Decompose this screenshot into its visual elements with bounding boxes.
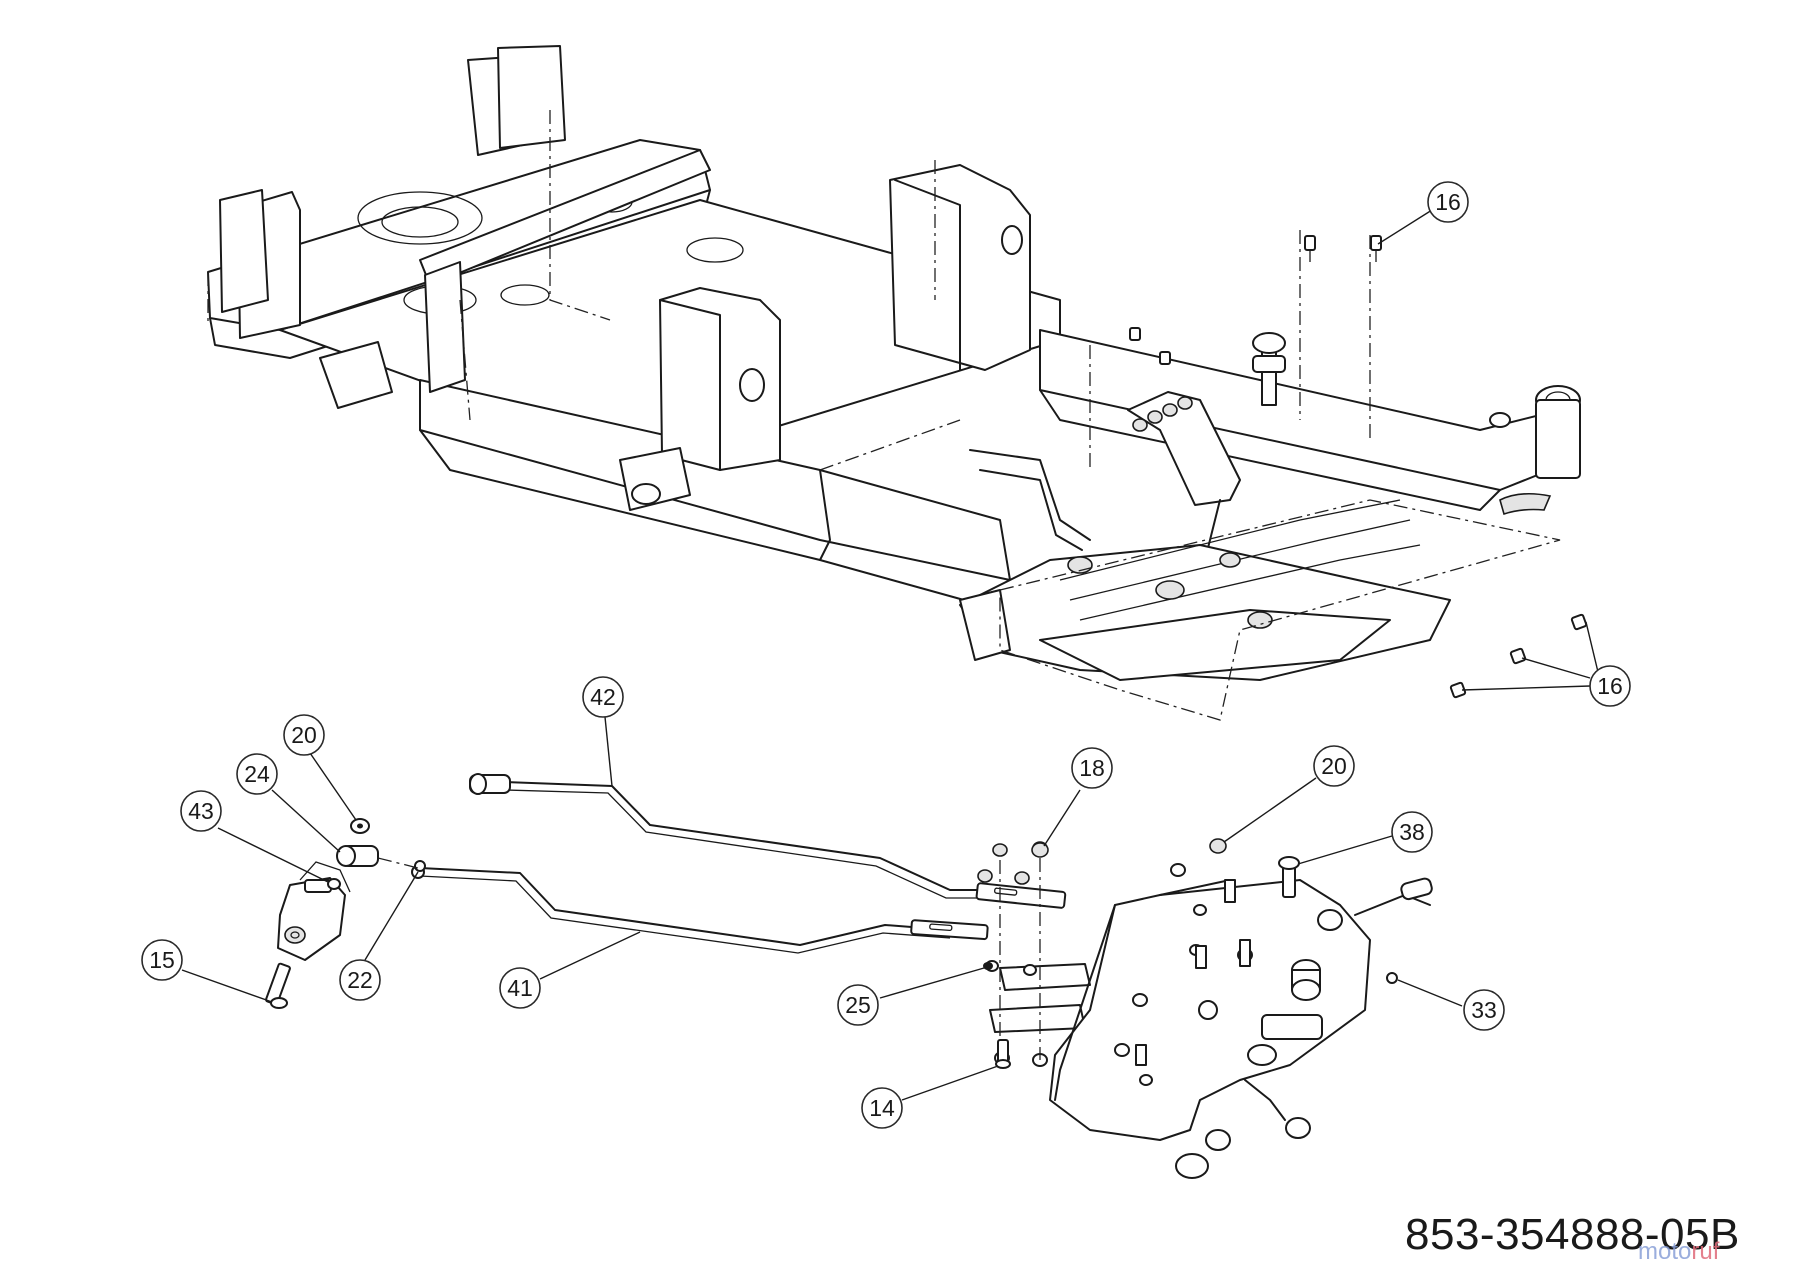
leader-18	[1043, 789, 1081, 847]
bolt-16e	[1449, 681, 1467, 699]
callout-bubble: 20	[1313, 745, 1355, 787]
callout-bubble: 16	[1427, 181, 1469, 223]
leader-41	[539, 931, 641, 980]
leader-25	[879, 967, 985, 999]
callout-bubble: 42	[582, 676, 624, 718]
leader-15	[181, 969, 273, 1003]
callout-number: 15	[149, 947, 175, 973]
callout-number: 16	[1597, 673, 1623, 699]
pedal-linkage-assembly	[959, 332, 1561, 721]
callout-number: 24	[244, 761, 270, 787]
callout-bubble: 20	[283, 714, 325, 756]
bolt-15	[265, 962, 291, 1009]
nut-20-right	[1209, 838, 1227, 854]
watermark-text-b: ruf	[1691, 1238, 1720, 1265]
watermark-logo: motoruf	[1638, 1238, 1719, 1266]
callout-bubble: 16	[1589, 665, 1631, 707]
pivot-plates	[977, 841, 1091, 1067]
main-frame-assembly	[207, 45, 1581, 611]
hardware-20-left	[350, 818, 370, 834]
leader-16-b	[1521, 657, 1591, 679]
leader-16-a	[1585, 621, 1599, 673]
callout-bubble: 41	[499, 967, 541, 1009]
leader-22	[364, 871, 419, 961]
washer-25	[983, 962, 993, 970]
leader-42	[604, 716, 613, 787]
lever-bracket-43	[277, 861, 351, 961]
callout-number: 20	[1321, 753, 1347, 779]
callout-number: 41	[507, 975, 533, 1001]
screw-33	[1386, 972, 1398, 984]
ball-joint-24	[336, 845, 379, 867]
washer-43	[327, 878, 341, 890]
nut-18	[1031, 842, 1049, 858]
control-plate	[1049, 863, 1433, 1179]
leader-33	[1397, 979, 1463, 1007]
leader-20-right	[1223, 777, 1317, 843]
leader-16-top	[1377, 209, 1433, 245]
control-rod-41	[411, 865, 989, 954]
callout-bubble: 43	[180, 790, 222, 832]
callout-bubble: 15	[141, 939, 183, 981]
leader-38	[1297, 835, 1393, 865]
bolt-16a	[1304, 235, 1316, 262]
callout-bubble: 14	[861, 1087, 903, 1129]
callout-bubbles: 16 16 42 20 24 43	[141, 181, 1631, 1129]
upper-hardware	[1129, 235, 1588, 699]
leader-20-left	[309, 752, 357, 821]
callout-number: 14	[869, 1095, 895, 1121]
callout-number: 25	[845, 992, 871, 1018]
bolt-16b	[1370, 235, 1382, 262]
callout-bubble: 24	[236, 753, 278, 795]
callout-number: 22	[347, 967, 373, 993]
callout-bubble: 38	[1391, 811, 1433, 853]
leader-24	[271, 789, 341, 853]
control-rod-42	[469, 773, 1067, 909]
callout-number: 16	[1435, 189, 1461, 215]
callout-number: 18	[1079, 755, 1105, 781]
leader-16-c	[1461, 685, 1591, 691]
callout-number: 43	[188, 798, 214, 824]
callout-bubble: 22	[339, 959, 381, 1001]
leader-14	[901, 1065, 999, 1101]
leader-43	[217, 827, 329, 883]
pin-22	[414, 860, 426, 872]
callout-number: 38	[1399, 819, 1425, 845]
callout-number: 20	[291, 722, 317, 748]
callout-number: 33	[1471, 997, 1497, 1023]
bolt-38	[1278, 856, 1300, 898]
callout-bubble: 33	[1463, 989, 1505, 1031]
bolt-small-upper	[1129, 327, 1171, 365]
bolt-14	[995, 1039, 1011, 1069]
callout-bubble: 25	[837, 984, 879, 1026]
callout-number: 42	[590, 684, 616, 710]
watermark-text-a: moto	[1638, 1238, 1692, 1265]
drawing-number: 853-354888-05B	[1405, 1210, 1740, 1259]
bolt-16d	[1509, 647, 1527, 665]
bolt-16c	[1570, 613, 1588, 631]
callout-bubble: 18	[1071, 747, 1113, 789]
